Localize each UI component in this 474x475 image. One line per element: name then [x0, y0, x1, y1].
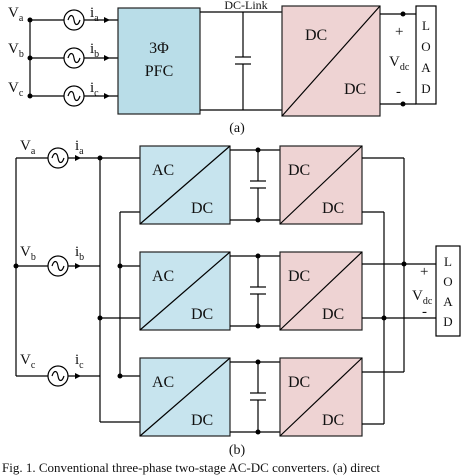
- converter-module-3: AC DC DC DC: [139, 357, 363, 437]
- ac-source-icon: [47, 147, 69, 169]
- svg-text:DC: DC: [288, 162, 310, 179]
- svg-text:Va: Va: [20, 138, 36, 157]
- svg-text:DC: DC: [288, 268, 310, 285]
- svg-text:A: A: [421, 60, 431, 75]
- input-bus-wiring: [97, 155, 140, 423]
- panel-a: Va ia Vb ib Vc ic 3Φ PFC DC-Link DC DC +…: [8, 0, 437, 136]
- phase-b-source-row: [16, 255, 100, 277]
- svg-text:Vb: Vb: [20, 244, 36, 263]
- svg-text:Va: Va: [8, 5, 24, 24]
- svg-text:AC: AC: [152, 162, 174, 179]
- svg-text:Vc: Vc: [20, 352, 36, 371]
- output-bus-wiring: [362, 157, 436, 425]
- svg-text:ia: ia: [90, 5, 99, 24]
- svg-text:Vdc: Vdc: [412, 288, 433, 307]
- svg-text:O: O: [443, 274, 452, 289]
- svg-text:Vdc: Vdc: [389, 54, 410, 73]
- ac-source-icon: [63, 47, 85, 69]
- pfc-block: [117, 7, 201, 115]
- svg-text:ic: ic: [90, 80, 99, 99]
- panel-a-label: (a): [229, 121, 245, 136]
- svg-text:Vb: Vb: [8, 41, 24, 60]
- dc-link-label: DC-Link: [224, 0, 267, 12]
- svg-text:A: A: [443, 294, 453, 309]
- panel-b-label: (b): [229, 443, 246, 458]
- ac-source-icon: [63, 9, 85, 31]
- svg-text:+: +: [395, 24, 403, 40]
- dcdc-out-label: DC: [344, 81, 366, 98]
- ac-source-icon: [47, 365, 69, 387]
- svg-text:DC: DC: [191, 306, 213, 323]
- dc-link-capacitor: [235, 12, 251, 110]
- figure-caption: Fig. 1. Conventional three-phase two-sta…: [2, 460, 380, 475]
- svg-text:L: L: [444, 254, 452, 269]
- svg-text:L: L: [422, 18, 430, 33]
- svg-text:DC: DC: [288, 374, 310, 391]
- pfc-label-1: 3Φ: [149, 40, 169, 57]
- svg-text:DC: DC: [322, 200, 344, 217]
- svg-text:AC: AC: [152, 268, 174, 285]
- load-block: [435, 245, 461, 337]
- phase-a-source-row: [27, 9, 118, 31]
- svg-text:ib: ib: [90, 41, 99, 60]
- dcdc-in-label: DC: [305, 27, 327, 44]
- ac-source-icon: [47, 255, 69, 277]
- panel-b: Va ia Vb ib Vc ic AC DC: [13, 138, 461, 458]
- phase-c-source-row: [27, 85, 118, 107]
- svg-text:-: -: [396, 84, 401, 100]
- svg-text:O: O: [421, 39, 430, 54]
- converter-module-1: AC DC DC DC: [139, 145, 363, 225]
- phase-a-source-row: [16, 147, 100, 169]
- svg-text:-: -: [422, 304, 427, 320]
- svg-text:D: D: [443, 314, 452, 329]
- svg-text:ic: ic: [75, 352, 84, 371]
- svg-text:AC: AC: [152, 374, 174, 391]
- svg-text:ia: ia: [75, 138, 84, 157]
- svg-text:D: D: [421, 81, 430, 96]
- svg-text:DC: DC: [191, 200, 213, 217]
- svg-text:Vc: Vc: [8, 80, 24, 99]
- phase-b-source-row: [27, 47, 118, 69]
- svg-text:DC: DC: [322, 306, 344, 323]
- phase-c-source-row: [16, 365, 100, 387]
- svg-text:DC: DC: [322, 412, 344, 429]
- ac-source-icon: [63, 85, 85, 107]
- load-block: [415, 5, 437, 105]
- svg-text:DC: DC: [191, 412, 213, 429]
- converter-module-2: AC DC DC DC: [139, 251, 363, 331]
- pfc-label-2: PFC: [145, 63, 173, 80]
- svg-text:ib: ib: [75, 244, 84, 263]
- svg-text:+: +: [420, 264, 428, 280]
